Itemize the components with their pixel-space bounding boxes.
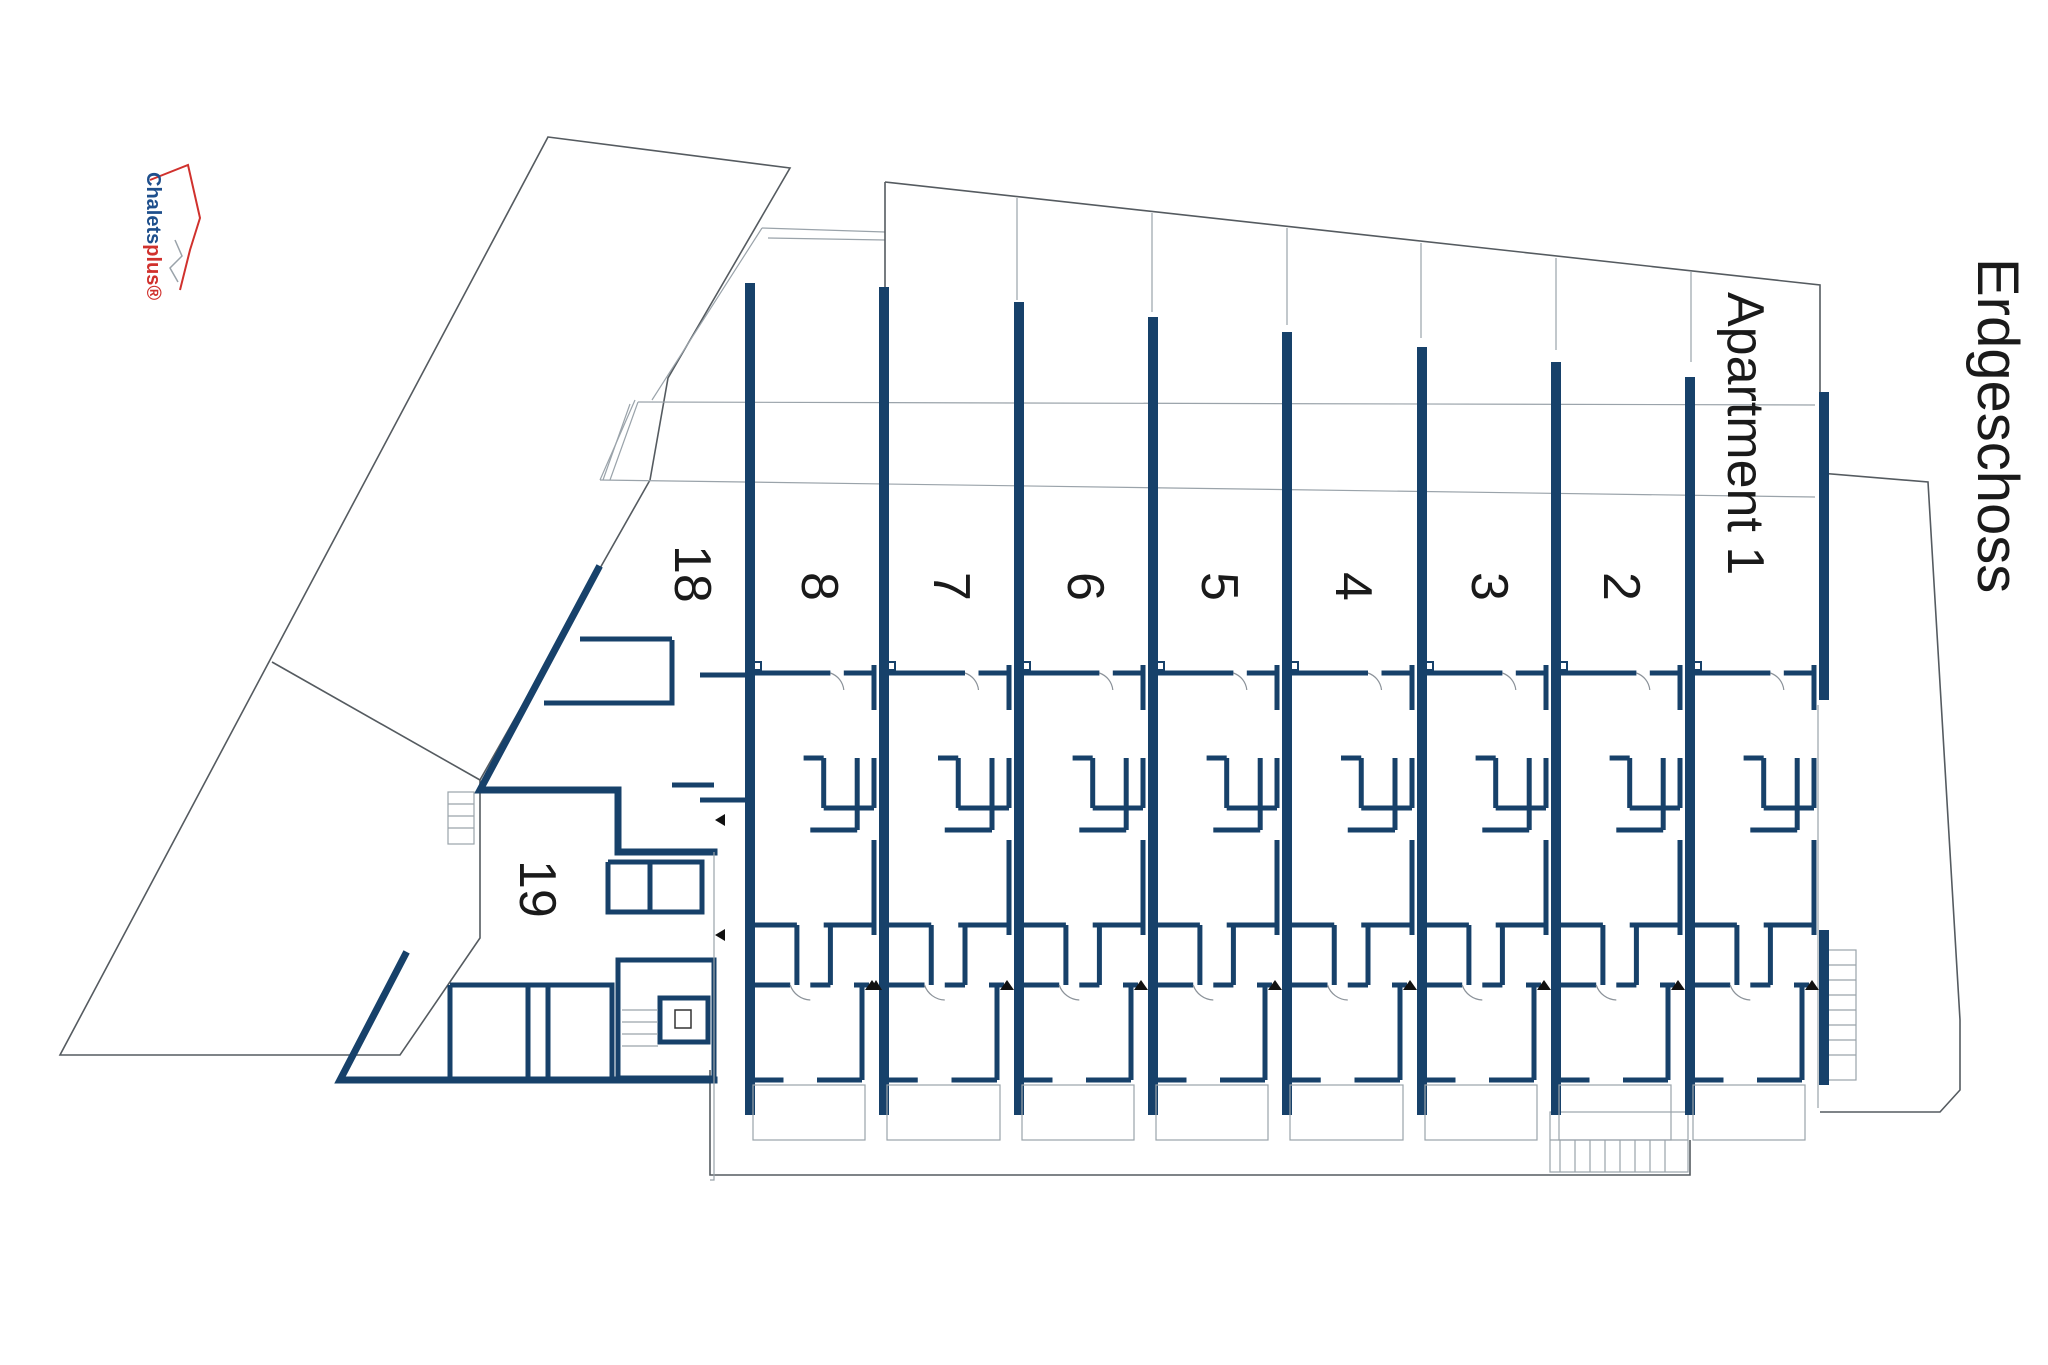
terraces xyxy=(752,1084,1806,1141)
terrace xyxy=(752,1084,866,1141)
apartment-interior xyxy=(1289,661,1417,1083)
apartment-interior xyxy=(1155,661,1282,1083)
site-outline xyxy=(58,136,1816,1056)
unit-19-label: 19 xyxy=(508,860,566,918)
apartment-interior xyxy=(752,661,879,1083)
apartment-rooms xyxy=(752,661,1819,1083)
garden-dividers xyxy=(1016,198,1692,362)
apartment-interior xyxy=(1021,661,1148,1083)
svg-text:Chaletsplus®: Chaletsplus® xyxy=(142,172,164,300)
logo-registered-mark: ® xyxy=(142,285,164,300)
left-wing xyxy=(334,564,882,1181)
chaletsplus-logo: Chaletsplus® xyxy=(142,163,202,300)
logo-word-chalets: Chalets xyxy=(142,172,164,244)
roof-icon xyxy=(149,163,202,291)
apartment-interior xyxy=(1558,661,1685,1083)
apartment-label-8: 8 xyxy=(790,572,848,601)
unit-18-label: 18 xyxy=(663,545,721,603)
party-walls xyxy=(745,283,1829,1115)
labels: Erdgeschoss Apartment 1 2 3 4 5 6 7 8 18 19 xyxy=(508,258,2030,918)
terrace xyxy=(1155,1084,1269,1141)
apartment-label-3: 3 xyxy=(1460,572,1518,601)
apartment-interior xyxy=(1424,661,1551,1083)
apartment-label-4: 4 xyxy=(1324,572,1382,601)
floor-title: Erdgeschoss xyxy=(1965,258,2030,593)
logo-word-plus: plus xyxy=(142,244,164,285)
apartment-interior xyxy=(1692,661,1819,1083)
apartment-label-5: 5 xyxy=(1190,572,1248,601)
apartment-label-2: 2 xyxy=(1592,572,1650,601)
apartment-interior xyxy=(886,661,1014,1083)
terrace xyxy=(1692,1084,1806,1141)
terrace xyxy=(1558,1084,1672,1141)
apartment-label-6: 6 xyxy=(1056,572,1114,601)
terrace xyxy=(1289,1084,1404,1141)
apartment-label-1: Apartment 1 xyxy=(1716,292,1774,575)
terrace xyxy=(1021,1084,1135,1141)
terrace xyxy=(1424,1084,1538,1141)
terrace xyxy=(886,1084,1001,1141)
apartment-label-7: 7 xyxy=(922,572,980,601)
